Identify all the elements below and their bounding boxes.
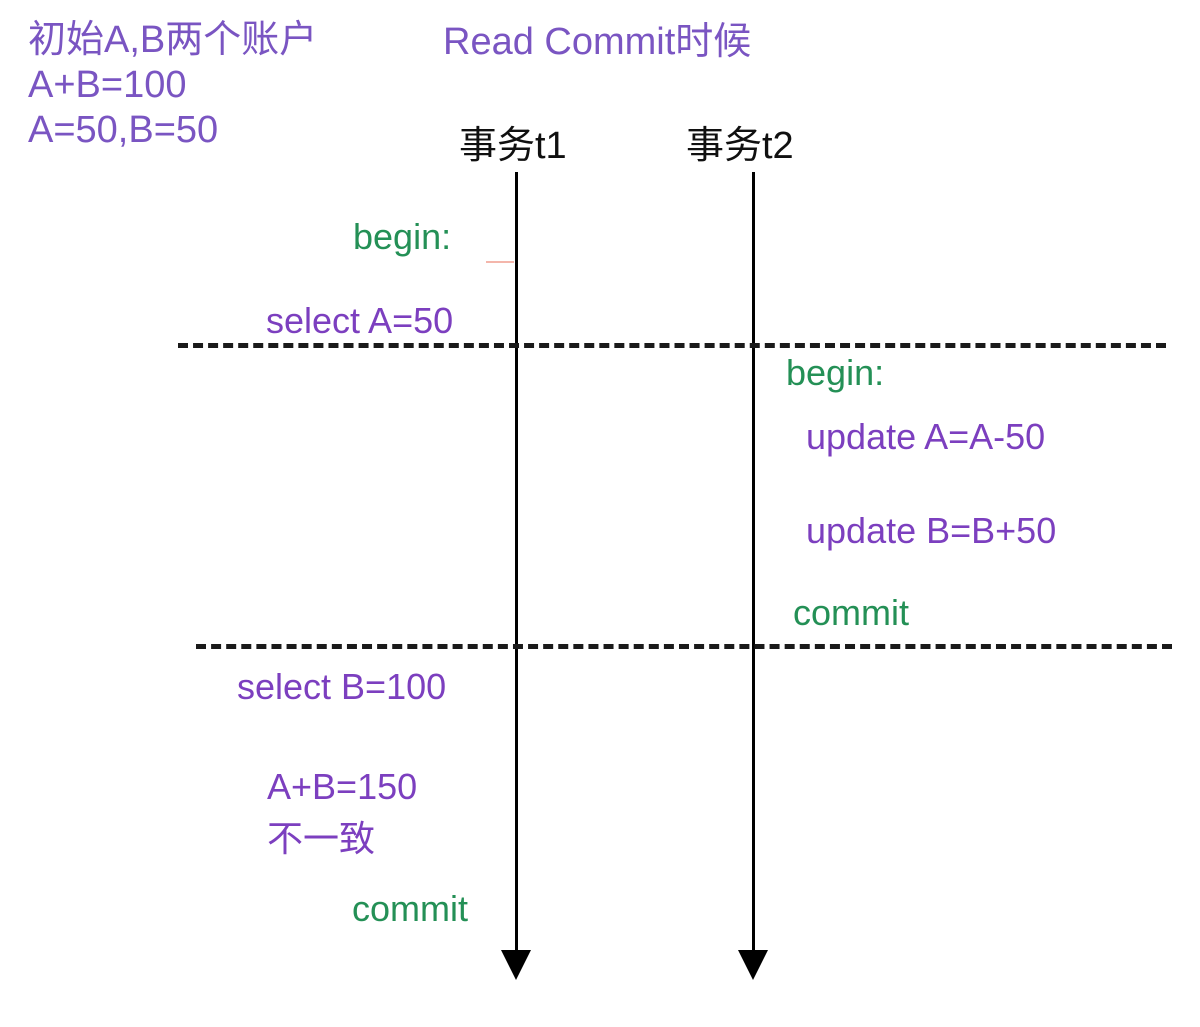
- t1-step-commit: commit: [352, 888, 468, 929]
- lifeline-arrowhead-t2: [738, 950, 768, 980]
- lifeline-t2: [752, 172, 755, 957]
- t1-step-begin: begin:: [353, 216, 452, 257]
- t2-step-update-a: update A=A-50: [806, 416, 1046, 457]
- diagram-title: Read Commit时候: [443, 21, 752, 63]
- t1-note-inconsistent: 不一致: [267, 818, 376, 859]
- phase-divider-2: [196, 644, 1172, 649]
- lane-label-t1: 事务t1: [459, 125, 567, 167]
- lifeline-t1: [515, 172, 518, 957]
- lane-label-t2: 事务t2: [686, 125, 794, 167]
- t1-step-select-a: select A=50: [266, 300, 454, 341]
- lifeline-arrowhead-t1: [501, 950, 531, 980]
- t2-step-commit: commit: [793, 592, 909, 633]
- t1-note-sum: A+B=150: [267, 766, 418, 807]
- t2-step-begin: begin:: [786, 352, 885, 393]
- stray-mark-artifact: [486, 261, 514, 263]
- t2-step-update-b: update B=B+50: [806, 510, 1057, 551]
- phase-divider-1: [178, 343, 1166, 348]
- t1-step-select-b: select B=100: [237, 666, 447, 707]
- initial-state-note: 初始A,B两个账户 A+B=100 A=50,B=50: [28, 19, 318, 151]
